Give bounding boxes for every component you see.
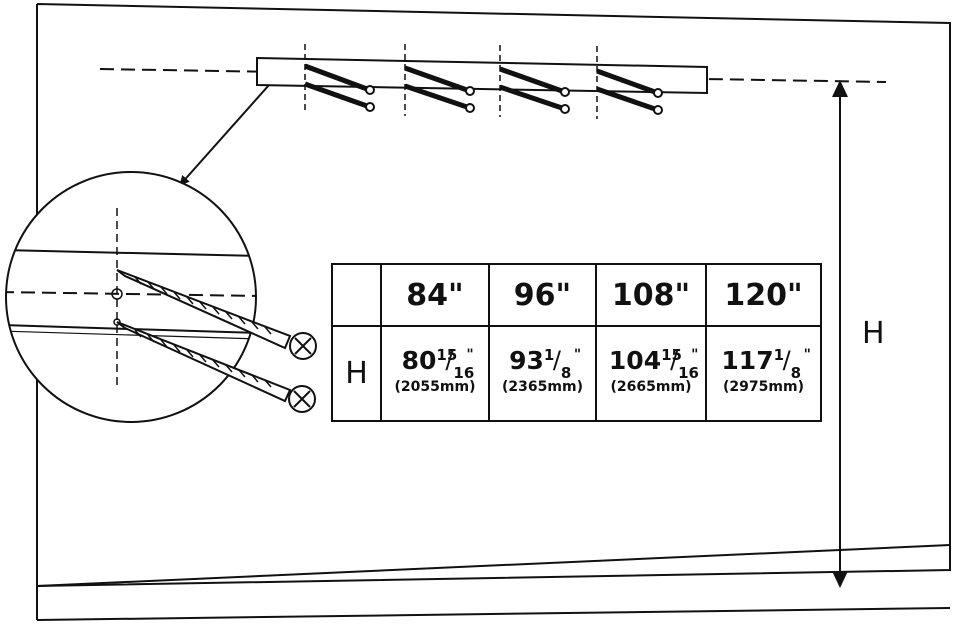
height-fraction: 1/8" [773,345,811,382]
mounting-rail [256,56,708,95]
corner-cell [331,263,382,327]
height-mm: (2365mm) [502,378,583,395]
height-whole: 80 [401,345,437,375]
size-84: 84" [380,263,490,327]
height-mm: (2665mm) [610,378,692,395]
size-header-row: 84" 96" 108" 120" [331,263,822,327]
height-mm: (2055mm) [394,378,476,395]
size-120: 120" [705,263,822,327]
row-header-h: H [331,325,382,422]
rail-screws [304,44,663,119]
height-dimension-arrow [832,80,848,588]
height-whole: 117 [721,345,774,375]
screw-group-2 [404,44,475,116]
size-108: 108" [595,263,707,327]
size-96: 96" [488,263,597,327]
level-guide-line [99,68,887,83]
height-dimension-label: H [862,316,885,351]
detail-pointer-arrow [179,84,270,186]
wall [36,3,951,621]
height-fraction: 15/16" [661,345,699,382]
screw-group-3 [499,45,570,117]
height-whole: 93 [509,345,544,375]
height-fraction: 15/16" [436,345,475,382]
screw-group-4 [596,46,663,119]
screw-group-1 [304,44,375,114]
detail-screw-lower [116,321,316,413]
height-whole: 104 [608,345,662,375]
detail-magnifier [5,171,317,423]
height-fraction: 1/8" [543,345,582,382]
detail-screw-upper [116,269,317,360]
height-mm: (2975mm) [723,378,804,395]
